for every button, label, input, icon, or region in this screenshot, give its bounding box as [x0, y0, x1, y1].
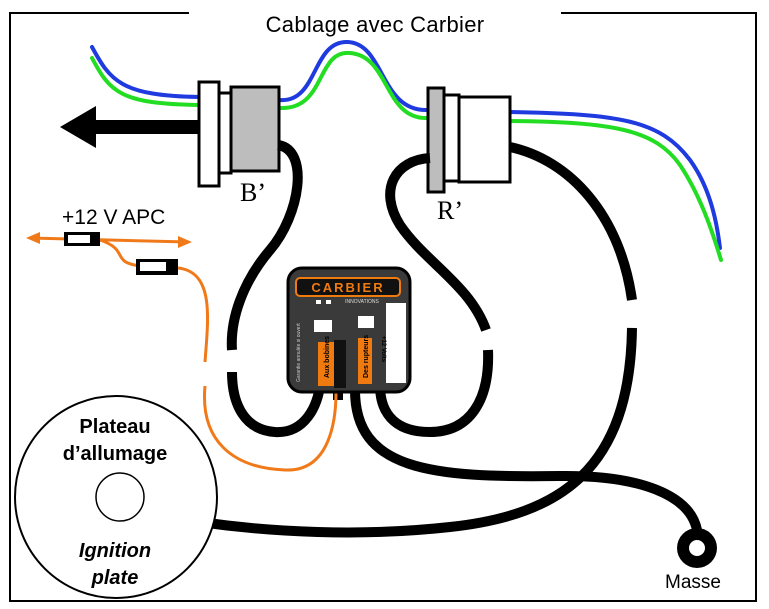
orange-wires — [29, 236, 338, 472]
diagram-title: Cablage avec Carbier — [189, 10, 561, 40]
connector-r-label: R’ — [437, 196, 463, 225]
diagram-frame: Cablage avec Carbier — [9, 10, 757, 602]
orange-wire-apc — [29, 236, 189, 244]
wire-b-loop-bottom — [227, 371, 325, 438]
wire-r-to-ground — [508, 142, 637, 301]
blue-wire-right — [508, 110, 722, 250]
plate-labels: Plateau d’allumage Ignition plate — [20, 392, 210, 602]
ignition-label: Ignition plate — [20, 538, 210, 592]
connector-b — [197, 80, 281, 188]
connector-r — [426, 86, 512, 194]
blue-wire-mid — [278, 39, 430, 113]
green-wire-left — [90, 56, 202, 107]
module-left-label: Aux bobines — [324, 336, 331, 378]
wire-module-to-masse — [350, 389, 702, 532]
masse-label: Masse — [665, 572, 721, 593]
connector-b-label: B’ — [240, 178, 266, 207]
wire-ground-mid — [199, 327, 637, 538]
harness-wires — [90, 39, 723, 262]
orange-wire-to-plug — [99, 238, 141, 268]
ignition-line2: plate — [91, 567, 139, 589]
module-brand: CARBIER — [311, 280, 384, 295]
wire-r-to-module-right — [385, 153, 491, 332]
wire-b-to-module-left — [226, 140, 303, 351]
blue-wire-left — [90, 45, 202, 99]
black-wires — [199, 140, 702, 538]
apc-label: +12 V APC — [62, 206, 166, 229]
ground-ring — [677, 528, 717, 568]
green-wire-right — [508, 119, 723, 262]
output-arrow — [60, 106, 198, 148]
carbier-module: CARBIER INNOVATIONS Aux bobines Des rupt… — [286, 266, 412, 394]
plateau-line2: d’allumage — [62, 443, 168, 465]
plateau-label: Plateau d’allumage — [20, 414, 210, 468]
spade-connectors — [64, 232, 178, 275]
module-side-text: Garantie annulée si ouvert — [296, 323, 302, 382]
ignition-line1: Ignition — [78, 540, 152, 562]
orange-wire-to-module — [177, 266, 210, 363]
orange-wire-down — [202, 385, 338, 472]
module-subbrand: INNOVATIONS — [345, 299, 379, 305]
orange-arrow-left — [26, 232, 40, 244]
module-volts: +12 Volts — [380, 336, 386, 363]
orange-arrow-right — [178, 236, 192, 248]
module-right-label: Des rupteurs — [363, 335, 370, 378]
wire-r-loop-bottom — [375, 349, 494, 438]
plateau-line1: Plateau — [79, 416, 151, 438]
ignition-plate — [14, 395, 218, 599]
green-wire-mid — [278, 50, 430, 121]
